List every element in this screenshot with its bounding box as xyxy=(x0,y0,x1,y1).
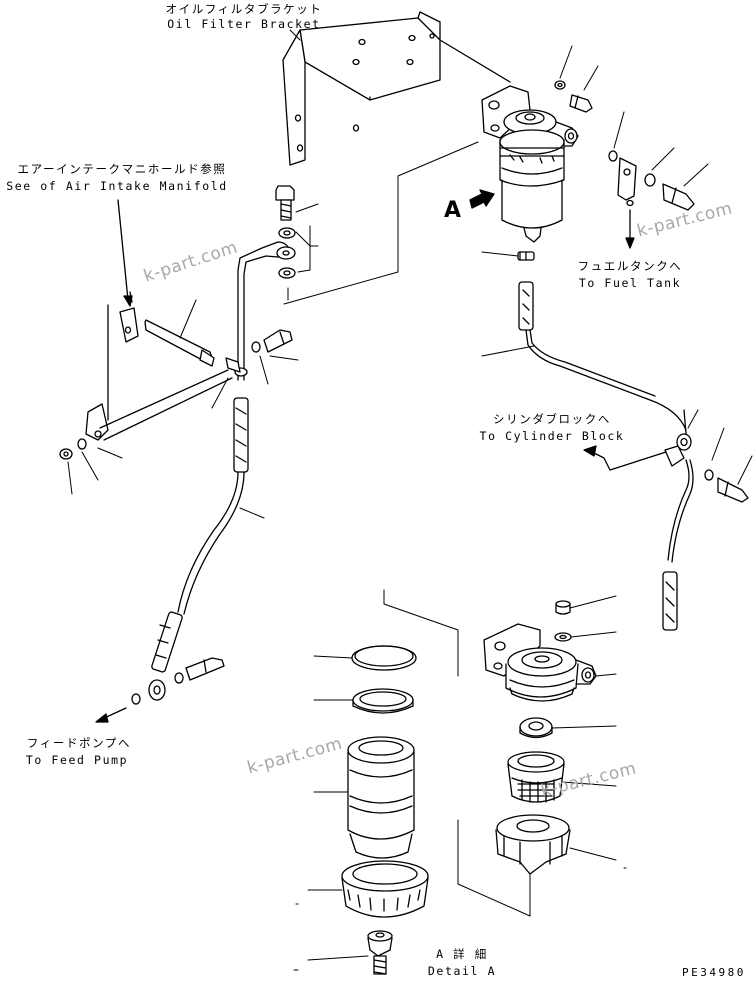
banjo-bolt-top xyxy=(275,185,296,279)
oil-filter-bracket-label-jp: オイルフィルタブラケット xyxy=(165,2,323,16)
oil-filter-bracket xyxy=(282,11,511,166)
cylinder-block-label-jp: シリンダブロックへ xyxy=(493,412,611,426)
fuel-filter-assembly xyxy=(481,85,579,243)
fuel-tank-label-en: To Fuel Tank xyxy=(578,276,682,290)
filter-head-bolts xyxy=(554,80,695,211)
oil-filter-bracket-label-en: Oil Filter Bracket xyxy=(167,17,321,31)
air-intake-arrow xyxy=(117,199,133,307)
cylinder-block-arrow xyxy=(583,445,667,471)
detail-label-en: Detail A xyxy=(427,964,497,978)
air-intake-label-jp: エアーインテークマニホールド参照 xyxy=(17,162,227,176)
detail-label-jp: A 詳 細 xyxy=(436,947,488,961)
leader-lines xyxy=(67,29,753,519)
filter-outlet-hose xyxy=(517,251,687,431)
feed-pump-label-en: To Feed Pump xyxy=(25,753,129,767)
feed-pump-arrow xyxy=(95,707,127,723)
feed-pump-label-jp: フィードポンプへ xyxy=(26,736,132,750)
drawing-code: PE34980 xyxy=(682,966,746,979)
air-intake-label-en: See of Air Intake Manifold xyxy=(6,179,228,193)
detail-a-exploded xyxy=(341,589,597,975)
fuel-tank-label-jp: フュエルタンクへ xyxy=(577,259,683,273)
manifold-clamp xyxy=(59,291,241,460)
feed-pipe xyxy=(131,241,296,705)
view-marker-a: A xyxy=(444,198,462,223)
clamp-bolt xyxy=(251,329,293,353)
fuel-tank-arrow xyxy=(625,209,635,249)
detail-leader-lines xyxy=(307,595,617,961)
cylinder-block-label-en: To Cylinder Block xyxy=(479,429,625,443)
tick-marks xyxy=(293,867,627,971)
cylinder-block-line xyxy=(662,409,749,631)
view-a-arrow xyxy=(469,189,495,209)
